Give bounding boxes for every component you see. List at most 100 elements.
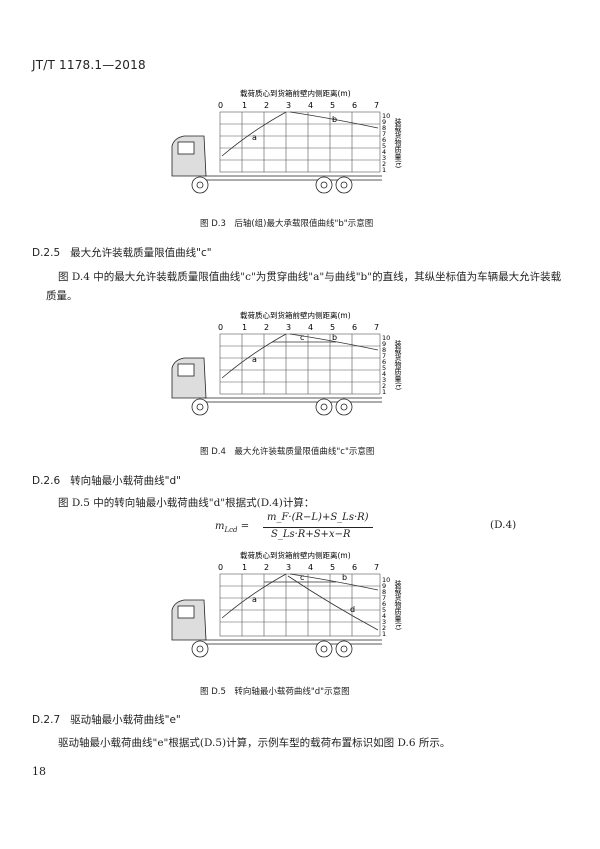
paragraph-d27: 驱动轴最小载荷曲线"e"根据式(D.5)计算，示例车型的载荷布置标识如图 D.6… bbox=[58, 737, 451, 749]
section-number: D.2.5 bbox=[32, 247, 61, 259]
section-title: 转向轴最小载荷曲线"d" bbox=[70, 475, 181, 487]
svg-text:9: 9 bbox=[382, 582, 386, 590]
svg-text:1: 1 bbox=[382, 166, 386, 174]
page-number: 18 bbox=[32, 765, 46, 778]
figure-d5-drawing: 载荷质心到货箱前壁内侧距离(m) 0 1 2 3 4 5 6 7 a b c d… bbox=[171, 550, 402, 658]
svg-text:2: 2 bbox=[264, 563, 269, 572]
curve-a-label: a bbox=[252, 133, 257, 142]
svg-text:6: 6 bbox=[382, 136, 386, 144]
section-heading-d25: D.2.5 最大允许装载质量限值曲线"c" bbox=[32, 245, 212, 260]
curve-a bbox=[221, 111, 287, 157]
svg-text:5: 5 bbox=[330, 563, 335, 572]
svg-text:6: 6 bbox=[382, 358, 386, 366]
equation-lhs: mLcd = bbox=[215, 521, 250, 534]
truck-icon bbox=[171, 135, 382, 194]
curve-a-label: a bbox=[252, 595, 257, 604]
figure-d5-caption: 图 D.5 转向轴最小载荷曲线"d"示意图 bbox=[200, 687, 350, 697]
figure-d4-y-ticks: 1 2 3 4 5 6 7 8 9 10 bbox=[382, 334, 390, 396]
figure-d5-x-ticks: 0 1 2 3 4 5 6 7 bbox=[218, 563, 379, 572]
svg-text:6: 6 bbox=[352, 323, 357, 332]
figure-d5: 载荷质心到货箱前壁内侧距离(m) 0 1 2 3 4 5 6 7 a b c d… bbox=[160, 550, 410, 672]
svg-text:5: 5 bbox=[330, 323, 335, 332]
section-number: D.2.6 bbox=[32, 475, 61, 487]
svg-text:6: 6 bbox=[352, 563, 357, 572]
section-title: 最大允许装载质量限值曲线"c" bbox=[70, 247, 212, 259]
paragraph-d26: 图 D.5 中的转向轴最小载荷曲线"d"根据式(D.4)计算： bbox=[58, 497, 315, 509]
figure-d3-top-label: 载荷质心到货箱前壁内侧距离(m) bbox=[240, 88, 351, 98]
svg-text:3: 3 bbox=[286, 323, 291, 332]
figure-d4-caption: 图 D.4 最大允许装载质量限值曲线"c"示意图 bbox=[200, 447, 375, 457]
figure-d4: 载荷质心到货箱前壁内侧距离(m) 0 1 2 3 4 5 6 7 a b c 1… bbox=[160, 310, 410, 430]
figure-d4-side-label: 装载货物质量(t) bbox=[394, 339, 402, 390]
svg-text:8: 8 bbox=[382, 588, 386, 596]
curve-a bbox=[221, 333, 287, 379]
svg-text:4: 4 bbox=[308, 563, 313, 572]
section-heading-d26: D.2.6 转向轴最小载荷曲线"d" bbox=[32, 473, 181, 488]
svg-text:10: 10 bbox=[382, 112, 390, 120]
x-tick: 6 bbox=[352, 101, 357, 110]
truck-icon bbox=[171, 599, 382, 658]
section-title: 驱动轴最小载荷曲线"e" bbox=[70, 714, 181, 726]
x-tick: 5 bbox=[330, 101, 335, 110]
svg-text:9: 9 bbox=[382, 118, 386, 126]
figure-d5-side-label: 装载货物质量(t) bbox=[394, 579, 402, 630]
truck-icon bbox=[171, 357, 382, 416]
svg-text:8: 8 bbox=[382, 346, 386, 354]
equation-numerator: m_F·(R−L)+S_Ls·R) bbox=[267, 512, 369, 523]
svg-text:1: 1 bbox=[242, 563, 247, 572]
figure-d4-grid bbox=[219, 333, 381, 395]
figure-d5-y-ticks: 1 2 3 4 5 6 7 8 9 10 bbox=[382, 576, 390, 638]
curve-b-label: b bbox=[342, 573, 347, 582]
figure-d4-x-ticks: 0 1 2 3 4 5 6 7 bbox=[218, 323, 379, 332]
paragraph-d25: 图 D.4 中的最大允许装载质量限值曲线"c"为贯穿曲线"a"与曲线"b"的直线… bbox=[46, 271, 562, 302]
svg-text:7: 7 bbox=[382, 130, 386, 138]
svg-text:0: 0 bbox=[218, 323, 223, 332]
svg-text:2: 2 bbox=[382, 382, 386, 390]
svg-text:10: 10 bbox=[382, 334, 390, 342]
svg-text:5: 5 bbox=[382, 364, 386, 372]
equation-denominator: S_Ls·R+S+x−R bbox=[271, 529, 351, 540]
svg-text:0: 0 bbox=[218, 563, 223, 572]
svg-text:7: 7 bbox=[374, 323, 379, 332]
fraction-bar bbox=[263, 527, 373, 528]
svg-text:10: 10 bbox=[382, 576, 390, 584]
figure-d3-side-label: 装载货物质量(t) bbox=[394, 117, 402, 168]
figure-d4-top-label: 载荷质心到货箱前壁内侧距离(m) bbox=[240, 310, 351, 320]
curve-b bbox=[289, 333, 379, 351]
svg-text:4: 4 bbox=[382, 612, 386, 620]
x-tick: 0 bbox=[218, 101, 223, 110]
curve-a-label: a bbox=[252, 355, 257, 364]
svg-text:4: 4 bbox=[382, 370, 386, 378]
svg-text:7: 7 bbox=[382, 594, 386, 602]
section-heading-d27: D.2.7 驱动轴最小载荷曲线"e" bbox=[32, 712, 181, 727]
svg-text:7: 7 bbox=[374, 563, 379, 572]
svg-text:3: 3 bbox=[382, 376, 386, 384]
curve-b-label: b bbox=[332, 333, 337, 342]
svg-text:4: 4 bbox=[382, 148, 386, 156]
figure-d3-y-ticks: 1 2 3 4 5 6 7 8 9 10 bbox=[382, 112, 390, 174]
document-code: JT/T 1178.1—2018 bbox=[32, 58, 146, 72]
curve-c-label: c bbox=[300, 573, 304, 582]
curve-b-label: b bbox=[332, 115, 337, 124]
figure-d5-grid bbox=[219, 573, 381, 637]
figure-d3: 载荷质心到货箱前壁内侧距离(m) 0 1 2 3 4 5 6 7 a b 1 2 bbox=[160, 88, 410, 208]
svg-text:3: 3 bbox=[382, 618, 386, 626]
svg-text:4: 4 bbox=[308, 323, 313, 332]
svg-text:1: 1 bbox=[242, 323, 247, 332]
equation-d4: mLcd = m_F·(R−L)+S_Ls·R) S_Ls·R+S+x−R bbox=[215, 512, 415, 544]
svg-text:6: 6 bbox=[382, 600, 386, 608]
figure-d3-grid bbox=[219, 111, 381, 173]
curve-d-label: d bbox=[350, 605, 355, 614]
figure-d5-top-label: 载荷质心到货箱前壁内侧距离(m) bbox=[240, 550, 351, 560]
svg-text:9: 9 bbox=[382, 340, 386, 348]
section-number: D.2.7 bbox=[32, 714, 61, 726]
svg-text:3: 3 bbox=[286, 563, 291, 572]
figure-d4-drawing: 载荷质心到货箱前壁内侧距离(m) 0 1 2 3 4 5 6 7 a b c 1… bbox=[171, 310, 402, 416]
figure-d3-drawing: 载荷质心到货箱前壁内侧距离(m) 0 1 2 3 4 5 6 7 a b 1 2 bbox=[171, 88, 402, 194]
svg-text:2: 2 bbox=[382, 160, 386, 168]
svg-text:1: 1 bbox=[382, 388, 386, 396]
svg-text:1: 1 bbox=[382, 630, 386, 638]
curve-b bbox=[289, 573, 379, 591]
figure-d3-x-ticks: 0 1 2 3 4 5 6 7 bbox=[218, 101, 379, 110]
figure-d3-caption: 图 D.3 后轴(组)最大承载限值曲线"b"示意图 bbox=[200, 219, 374, 229]
